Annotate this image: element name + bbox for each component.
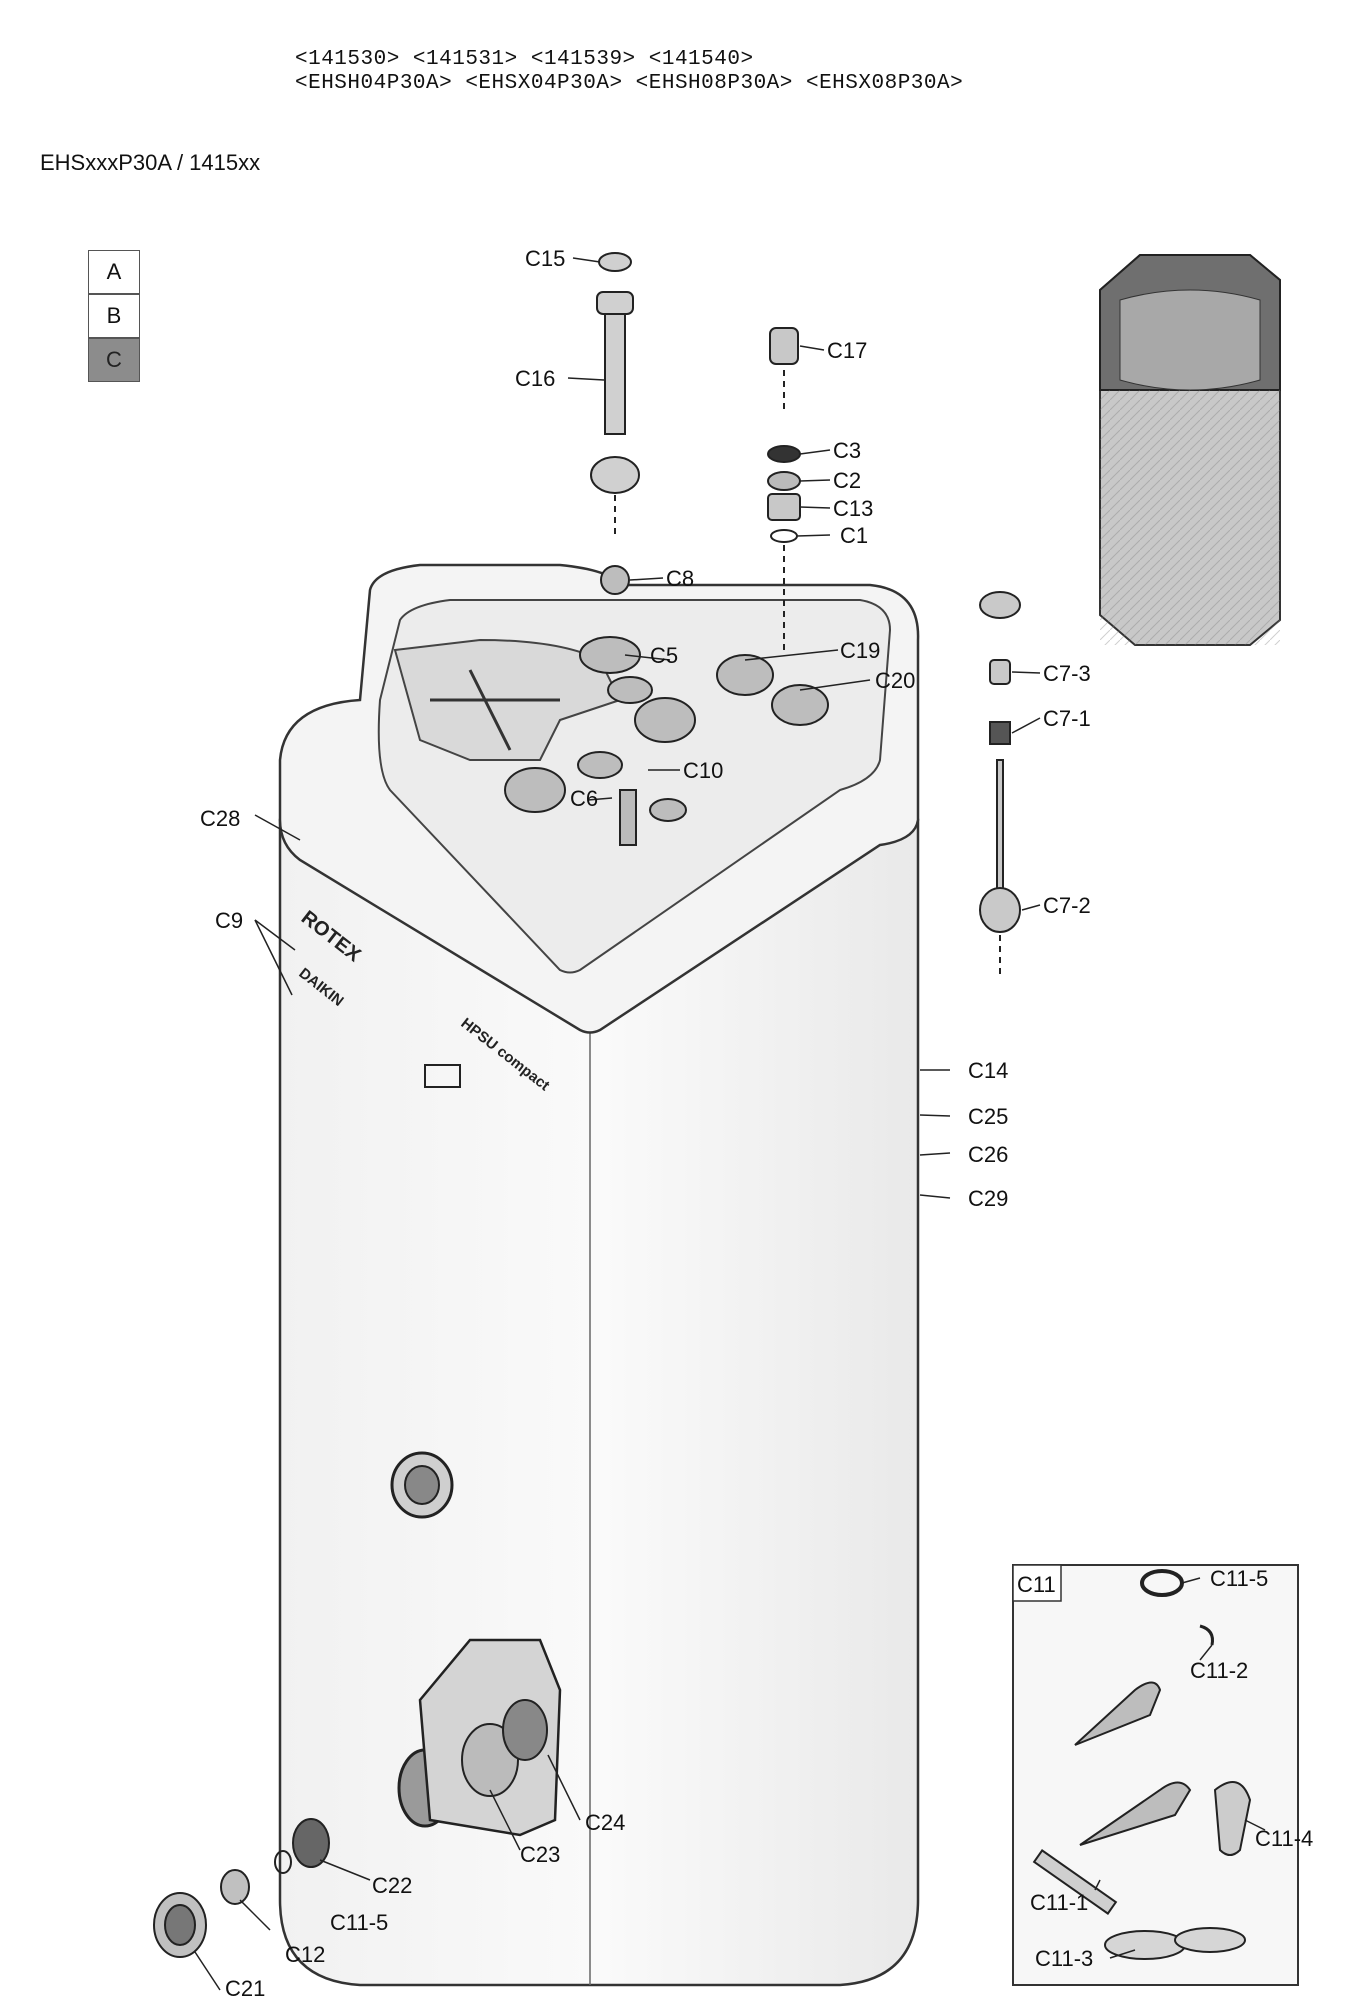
label-c25: C25	[968, 1104, 1008, 1129]
label-c10: C10	[683, 758, 723, 783]
label-c22: C22	[372, 1873, 412, 1898]
legend-c: C	[88, 338, 140, 382]
label-c15: C15	[525, 246, 565, 271]
model-title: EHSxxxP30A / 1415xx	[40, 150, 261, 175]
label-c9: C9	[215, 908, 243, 933]
header-part-numbers: <141530> <141531> <141539> <141540>	[295, 48, 754, 71]
header-model-codes: <EHSH04P30A> <EHSX04P30A> <EHSH08P30A> <…	[295, 72, 964, 95]
leader-lines	[194, 257, 1266, 1991]
label-c19: C19	[840, 638, 880, 663]
label-c11-1: C11-1	[1030, 1890, 1088, 1915]
tube-assembly-c16	[590, 252, 640, 535]
label-c13: C13	[833, 496, 873, 521]
label-c11-4: C11-4	[1255, 1826, 1313, 1851]
label-c7-3: C7-3	[1043, 661, 1091, 686]
accessory-kit-box	[1012, 1564, 1299, 1986]
label-c12: C12	[285, 1942, 325, 1967]
label-c6: C6	[570, 786, 598, 811]
label-c11-3: C11-3	[1035, 1946, 1093, 1971]
label-c7-2: C7-2	[1043, 893, 1091, 918]
label-c17: C17	[827, 338, 867, 363]
label-c23: C23	[520, 1842, 560, 1867]
label-c29: C29	[968, 1186, 1008, 1211]
label-c11-2: C11-2	[1190, 1658, 1248, 1683]
label-c7-1: C7-1	[1043, 706, 1091, 731]
label-c3: C3	[833, 438, 861, 463]
label-c14: C14	[968, 1058, 1008, 1083]
label-c20: C20	[875, 668, 915, 693]
label-c11-5-kit: C11-5	[1210, 1566, 1268, 1591]
legend-b: B	[88, 294, 140, 338]
unit-thumbnail	[1099, 254, 1281, 646]
bottom-fittings	[153, 1818, 330, 1958]
label-c26: C26	[968, 1142, 1008, 1167]
main-unit-body	[278, 563, 920, 1987]
fitting-stack-c17	[767, 327, 801, 650]
label-c11-5: C11-5	[330, 1910, 388, 1935]
legend-a: A	[88, 250, 140, 294]
label-c11: C11	[1017, 1572, 1056, 1597]
label-c21: C21	[225, 1976, 265, 2000]
label-c8: C8	[666, 566, 694, 591]
label-c1: C1	[840, 523, 868, 548]
label-c28: C28	[200, 806, 240, 831]
label-c5: C5	[650, 643, 678, 668]
anode-rod-c7	[979, 591, 1021, 975]
label-c24: C24	[585, 1810, 625, 1835]
label-c16: C16	[515, 366, 555, 391]
label-c2: C2	[833, 468, 861, 493]
